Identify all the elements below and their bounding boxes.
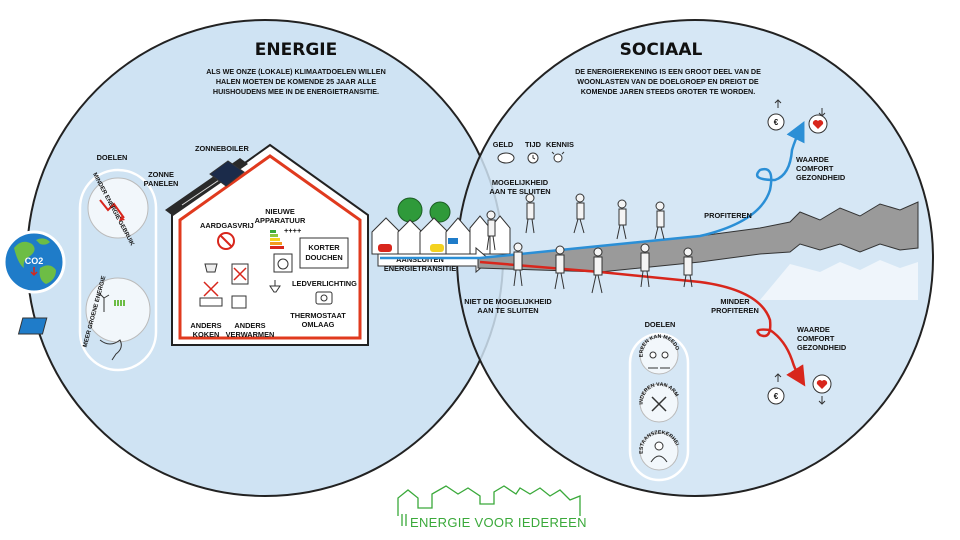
energy-goals-capsule <box>78 168 158 372</box>
value-top-icons <box>767 99 828 134</box>
euro-icon-bottom: € <box>774 392 779 401</box>
stove-icon <box>199 263 223 307</box>
resource-time-label: TIJD <box>525 140 542 149</box>
goal-badge-participate <box>639 335 679 375</box>
energy-goals-label: DOELEN <box>97 153 128 162</box>
person-7 <box>554 245 565 290</box>
value-bottom-3: GEZONDHEID <box>797 343 847 352</box>
social-goals-capsule <box>628 332 690 482</box>
connect-label-2: ENERGIETRANSITIE <box>384 264 456 273</box>
clock-icon <box>527 152 539 164</box>
less-profit-label-1: MINDER <box>720 297 750 306</box>
not-possible-label-1: NIET DE MOGELIJKHEID <box>464 297 552 306</box>
cook-label-2: KOKEN <box>193 330 220 339</box>
value-bottom-icons <box>767 373 832 405</box>
person-5 <box>486 210 496 251</box>
globe-co2-icon: CO2 <box>2 230 66 294</box>
person-4 <box>654 201 665 240</box>
thermostat-icon <box>315 291 333 305</box>
plus-marks: ++++ <box>284 226 302 235</box>
red-path-line <box>479 260 806 387</box>
social-intro-line-1: DE ENERGIEREKENING IS EEN GROOT DEEL VAN… <box>575 67 761 76</box>
logo-text: ENERGIE VOOR IEDEREEN <box>410 515 587 530</box>
person-10 <box>683 247 693 288</box>
person-9 <box>640 243 650 288</box>
shorter-shower-label-1: KORTER <box>308 243 340 252</box>
piggy-bank-icon <box>497 152 515 164</box>
social-intro-line-3: KOMENDE JAREN STEEDS GROTER TE WORDEN. <box>581 87 756 96</box>
street-houses <box>371 197 511 255</box>
value-top-3: GEZONDHEID <box>796 173 846 182</box>
shorter-shower-label-2: DOUCHEN <box>305 253 342 262</box>
value-top-1: WAARDE <box>796 155 829 164</box>
heater-icon <box>231 263 249 309</box>
resource-money-label: GELD <box>493 140 514 149</box>
person-6 <box>513 242 523 287</box>
resource-knowledge-label: KENNIS <box>546 140 574 149</box>
energy-label-icon <box>270 230 284 249</box>
co2-label: CO2 <box>25 256 44 266</box>
thermostat-label-1: THERMOSTAAT <box>290 311 346 320</box>
solar-panels-label-1: ZONNE <box>148 170 174 179</box>
not-possible-label-2: AAN TE SLUITEN <box>477 306 538 315</box>
value-bottom-1: WAARDE <box>797 325 830 334</box>
energy-intro-line-2: HALEN MOETEN DE KOMENDE 25 JAAR ALLE <box>216 77 376 86</box>
cook-label-1: ANDERS <box>190 321 221 330</box>
people-group <box>486 193 693 294</box>
new-appliances-label-2: APPARATUUR <box>255 216 306 225</box>
energy-intro-line-1: ALS WE ONZE (LOKALE) KLIMAATDOELEN WILLE… <box>206 67 386 76</box>
washing-machine-icon <box>273 253 293 273</box>
social-goals-label: DOELEN <box>645 320 676 329</box>
led-label: LEDVERLICHTING <box>292 279 357 288</box>
person-2 <box>573 193 585 234</box>
led-lamp-icon <box>269 280 281 293</box>
possible-label-2: AAN TE SLUITEN <box>489 187 550 196</box>
thermostat-label-2: OMLAAG <box>302 320 335 329</box>
gas-free-label: AARDGASVRIJ <box>200 221 254 230</box>
euro-icon-top: € <box>774 118 779 127</box>
value-bottom-2: COMFORT <box>797 334 835 343</box>
heat-label-2: VERWARMEN <box>226 330 275 339</box>
less-profit-label-2: PROFITEREN <box>711 306 759 315</box>
heat-label-1: ANDERS <box>234 321 265 330</box>
person-8 <box>591 247 603 294</box>
solar-boiler-label: ZONNEBOILER <box>195 144 249 153</box>
person-3 <box>616 199 627 240</box>
new-appliances-label-1: NIEUWE <box>265 207 295 216</box>
goal-badge-poverty <box>639 383 679 423</box>
energy-title: ENERGIE <box>255 40 337 60</box>
shower-box <box>299 237 349 269</box>
social-title: SOCIAAL <box>620 40 703 60</box>
gas-free-icon <box>217 232 235 250</box>
logo: ENERGIE VOOR IEDEREEN <box>397 485 587 530</box>
profit-label: PROFITEREN <box>704 211 752 220</box>
connect-label-1: AANSLUITEN <box>396 255 444 264</box>
blue-path-line <box>380 121 805 260</box>
value-top-2: COMFORT <box>796 164 834 173</box>
possible-label-1: MOGELIJKHEID <box>492 178 549 187</box>
person-1 <box>525 193 535 234</box>
bulb-icon <box>551 151 565 163</box>
logo-skyline-icon <box>397 485 581 516</box>
energy-intro-line-3: HUISHOUDENS MEE IN DE ENERGIETRANSITIE. <box>213 87 379 96</box>
social-intro-line-2: WOONLASTEN VAN DE DOELGROEP EN DREIGT DE <box>577 77 759 86</box>
solar-panels-label-2: PANELEN <box>144 179 179 188</box>
goal-badge-security <box>639 431 679 471</box>
